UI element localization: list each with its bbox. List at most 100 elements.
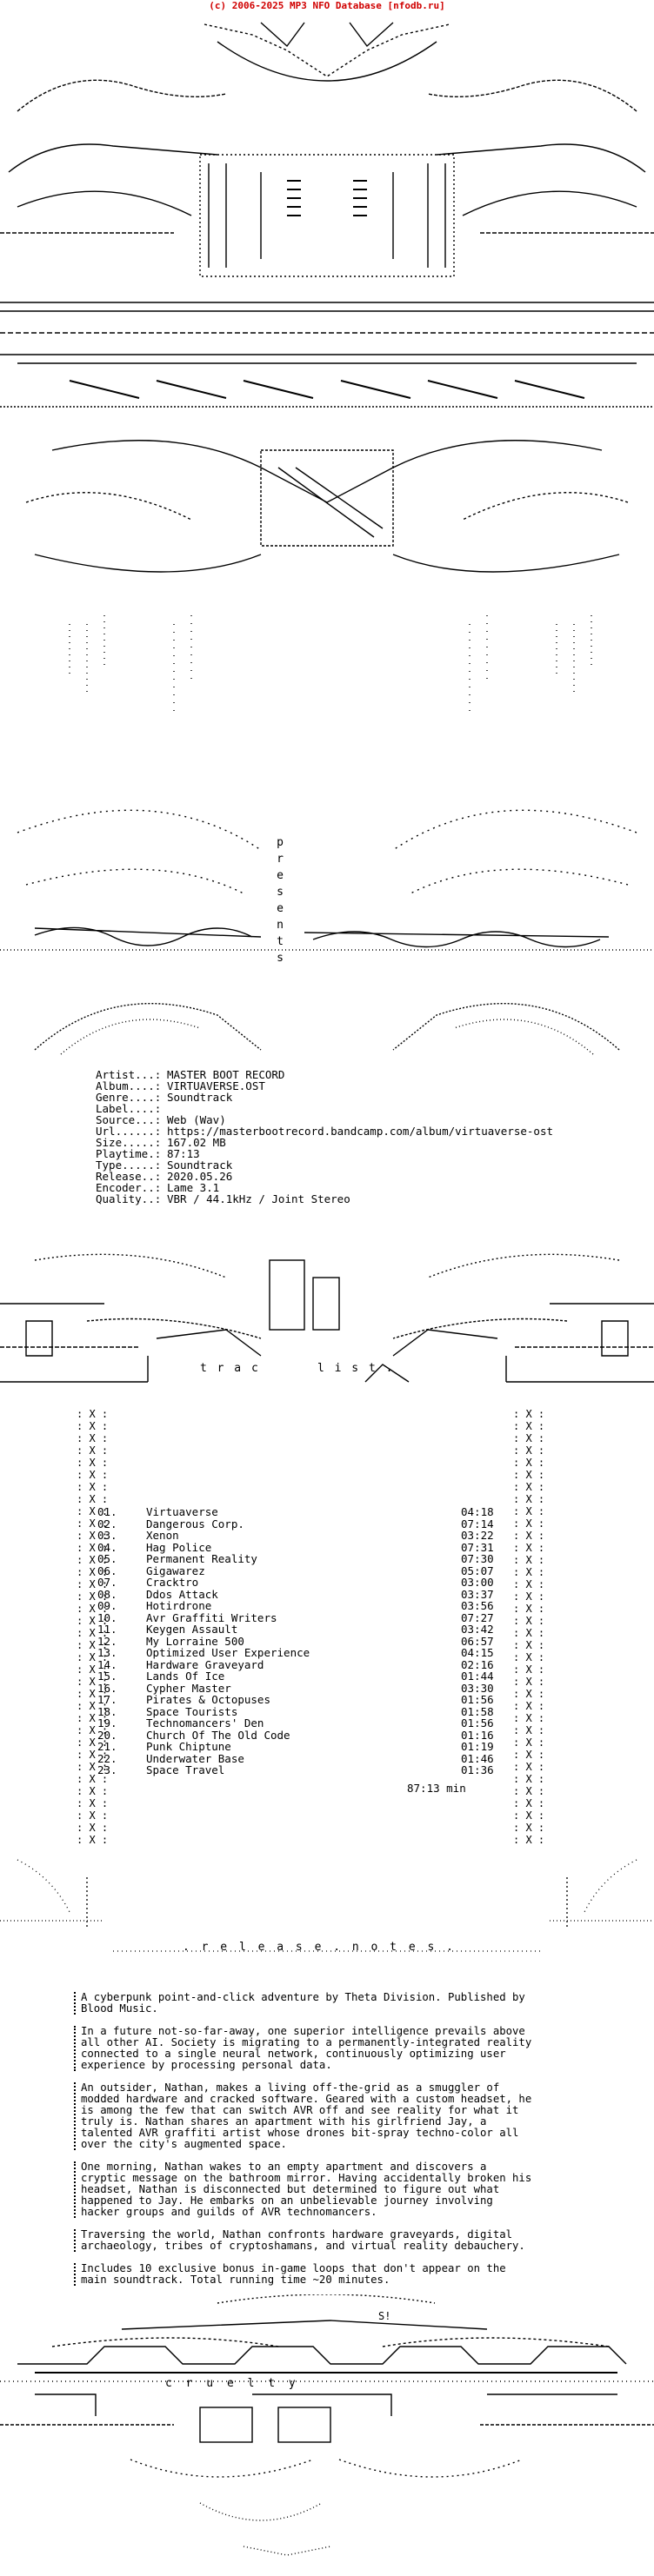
track-title: Cracktro [146, 1576, 199, 1589]
track-duration: 07:30 [461, 1552, 494, 1565]
cruelty-tag: c r u e l t y [165, 2377, 299, 2390]
notes-paragraph: A cyberpunk point-and-click adventure by… [74, 1992, 535, 2015]
track-number: 14. [97, 1657, 117, 1671]
track-row: 14. Hardware Graveyard 02:16 [97, 1657, 506, 1671]
track-number: 20. [97, 1728, 117, 1742]
track-title: Cypher Master [146, 1681, 231, 1695]
track-duration: 01:36 [461, 1763, 494, 1776]
x-ribbon-right: : X :: X :: X :: X :: X :: X :: X :: X :… [513, 1408, 545, 1846]
notes-paragraph: Traversing the world, Nathan confronts h… [74, 2229, 535, 2252]
track-duration: 02:16 [461, 1657, 494, 1671]
track-title: Space Tourists [146, 1704, 238, 1718]
track-number: 22. [97, 1751, 117, 1765]
track-number: 12. [97, 1634, 117, 1648]
track-duration: 05:07 [461, 1564, 494, 1577]
info-row-album: Album....:VIRTUAVERSE.OST [96, 1079, 265, 1092]
info-row-size: Size.....:167.02 MB [96, 1136, 226, 1149]
ascii-art-footer: S! [0, 2294, 654, 2573]
track-duration: 01:19 [461, 1740, 494, 1753]
track-title: Gigawarez [146, 1564, 205, 1577]
track-number: 08. [97, 1587, 117, 1601]
track-title: Permanent Reality [146, 1552, 257, 1565]
footer-mark: S! [378, 2310, 391, 2322]
tracklist-total: 87:13 min [407, 1782, 466, 1795]
track-number: 06. [97, 1564, 117, 1577]
track-number: 19. [97, 1716, 117, 1730]
track-duration: 04:15 [461, 1646, 494, 1659]
track-title: Avr Graffiti Writers [146, 1610, 277, 1624]
track-row: 15. Lands Of Ice 01:44 [97, 1670, 506, 1683]
track-title: Hardware Graveyard [146, 1657, 264, 1671]
x-ribbon-left: : X :: X :: X :: X :: X :: X :: X :: X :… [77, 1408, 109, 1846]
track-title: Keygen Assault [146, 1623, 238, 1636]
track-row: 23. Space Travel 01:36 [97, 1764, 506, 1776]
track-number: 03. [97, 1529, 117, 1542]
track-duration: 07:31 [461, 1540, 494, 1554]
track-row: 22. Underwater Base 01:46 [97, 1751, 506, 1765]
track-title: Lands Of Ice [146, 1670, 225, 1683]
track-duration: 04:18 [461, 1505, 494, 1518]
ascii-art-tracklist-frame [0, 1243, 654, 1399]
notes-paragraph: In a future not-so-far-away, one superio… [74, 2026, 535, 2071]
info-row-url: Url......:https://masterbootrecord.bandc… [96, 1125, 554, 1138]
track-number: 23. [97, 1763, 117, 1776]
track-title: Optimized User Experience [146, 1646, 310, 1659]
track-title: Pirates & Octopuses [146, 1693, 270, 1706]
track-row: 02.Dangerous Corp.07:14 [97, 1517, 506, 1530]
track-duration: 01:46 [461, 1751, 494, 1765]
track-row: 03. Xenon 03:22 [97, 1530, 506, 1542]
track-title: Xenon [146, 1529, 179, 1542]
track-row: 10. Avr Graffiti Writers 07:27 [97, 1610, 506, 1624]
track-duration: 06:57 [461, 1634, 494, 1648]
track-title: Technomancers' Den [146, 1716, 264, 1730]
info-row-artist: Artist...:MASTER BOOT RECORD [96, 1068, 285, 1081]
track-duration: 07:27 [461, 1610, 494, 1624]
track-number: 10. [97, 1610, 117, 1624]
info-row-genre: Genre....:Soundtrack [96, 1091, 233, 1104]
info-row-quality: Quality..:VBR / 44.1kHz / Joint Stereo [96, 1192, 350, 1205]
track-title: Underwater Base [146, 1751, 244, 1765]
info-row-label: Label....: [96, 1102, 162, 1115]
track-number: 15. [97, 1670, 117, 1683]
track-number: 02. [97, 1517, 117, 1530]
track-duration: 03:30 [461, 1681, 494, 1695]
track-title: Hag Police [146, 1540, 212, 1554]
notes-paragraph: One morning, Nathan wakes to an empty ap… [74, 2161, 535, 2218]
track-row: 12. My Lorraine 500 06:57 [97, 1634, 506, 1648]
track-number: 18. [97, 1704, 117, 1718]
release-notes-title: . r e l e a s e . n o t e s . [183, 1941, 456, 1954]
notes-paragraph: An outsider, Nathan, makes a living off-… [74, 2082, 535, 2150]
ascii-art-header [0, 16, 654, 1067]
track-duration: 01:56 [461, 1716, 494, 1730]
track-duration: 01:44 [461, 1670, 494, 1683]
info-row-type: Type.....:Soundtrack [96, 1159, 233, 1172]
track-title: Church Of The Old Code [146, 1728, 290, 1742]
track-title: Space Travel [146, 1763, 225, 1776]
track-number: 13. [97, 1646, 117, 1659]
track-duration: 03:42 [461, 1623, 494, 1636]
track-title: My Lorraine 500 [146, 1634, 244, 1648]
track-number: 07. [97, 1576, 117, 1589]
track-number: 09. [97, 1599, 117, 1612]
track-title: Hotirdrone [146, 1599, 212, 1612]
info-row-playtime: Playtime.:87:13 [96, 1147, 200, 1160]
track-title: Punk Chiptune [146, 1740, 231, 1753]
release-info: Artist...:MASTER BOOT RECORD Album....:V… [96, 1069, 553, 1205]
track-number: 01. [97, 1505, 117, 1518]
track-duration: 03:56 [461, 1599, 494, 1612]
notes-paragraph: Includes 10 exclusive bonus in-game loop… [74, 2263, 535, 2286]
track-duration: 03:22 [461, 1529, 494, 1542]
track-title: Dangerous Corp. [146, 1517, 244, 1530]
track-row: 09. Hotirdrone 03:56 [97, 1600, 506, 1612]
track-number: 05. [97, 1552, 117, 1565]
info-row-encoder: Encoder..:Lame 3.1 [96, 1181, 220, 1194]
